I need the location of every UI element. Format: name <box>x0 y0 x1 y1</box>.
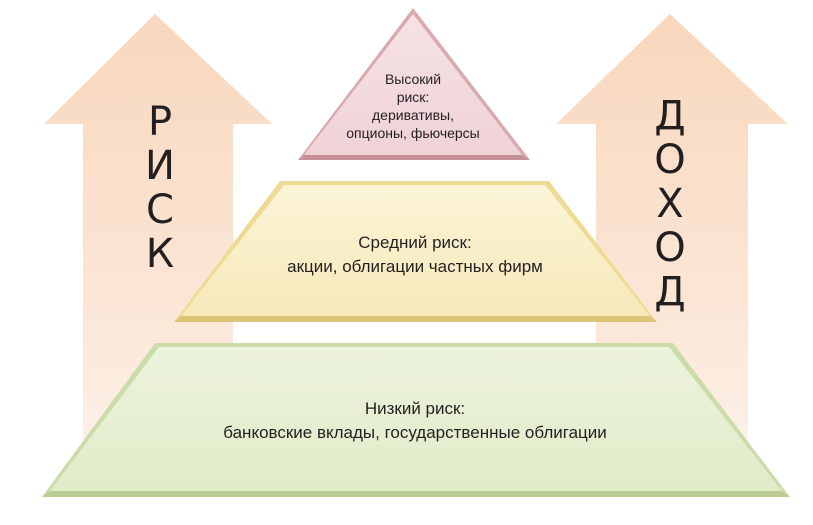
return-letter: Х <box>656 181 684 227</box>
top-tier-label: Высокий риск: деривативы, опционы, фьюче… <box>323 70 503 142</box>
return-letter: Д <box>654 269 686 315</box>
return-vertical-label: Д О Х О Д <box>648 94 692 314</box>
middle-tier-line: акции, облигации частных фирм <box>287 257 543 276</box>
risk-letter: Р <box>147 99 173 145</box>
top-tier-triangle <box>298 8 530 160</box>
middle-tier-label: Средний риск: акции, облигации частных ф… <box>215 231 615 279</box>
top-tier-line: Высокий <box>384 71 442 87</box>
risk-letter: С <box>146 187 174 233</box>
bottom-tier-trapezoid <box>42 343 790 497</box>
middle-tier-line: Средний риск: <box>358 233 472 252</box>
bottom-tier-line: банковские вклады, государственные облиг… <box>223 423 607 442</box>
bottom-tier-label: Низкий риск: банковские вклады, государс… <box>115 397 715 445</box>
middle-tier-trapezoid <box>174 181 657 322</box>
top-tier-line: риск: <box>396 89 430 105</box>
return-letter: Д <box>654 93 686 139</box>
return-letter: О <box>654 225 686 271</box>
risk-letter: И <box>145 143 175 189</box>
risk-letter: К <box>145 231 175 277</box>
top-tier-line: деривативы, <box>372 107 454 123</box>
top-tier-line: опционы, фьючерсы <box>346 125 480 141</box>
bottom-tier-line: Низкий риск: <box>364 399 466 418</box>
risk-vertical-label: Р И С К <box>140 100 180 276</box>
return-letter: О <box>654 137 686 183</box>
